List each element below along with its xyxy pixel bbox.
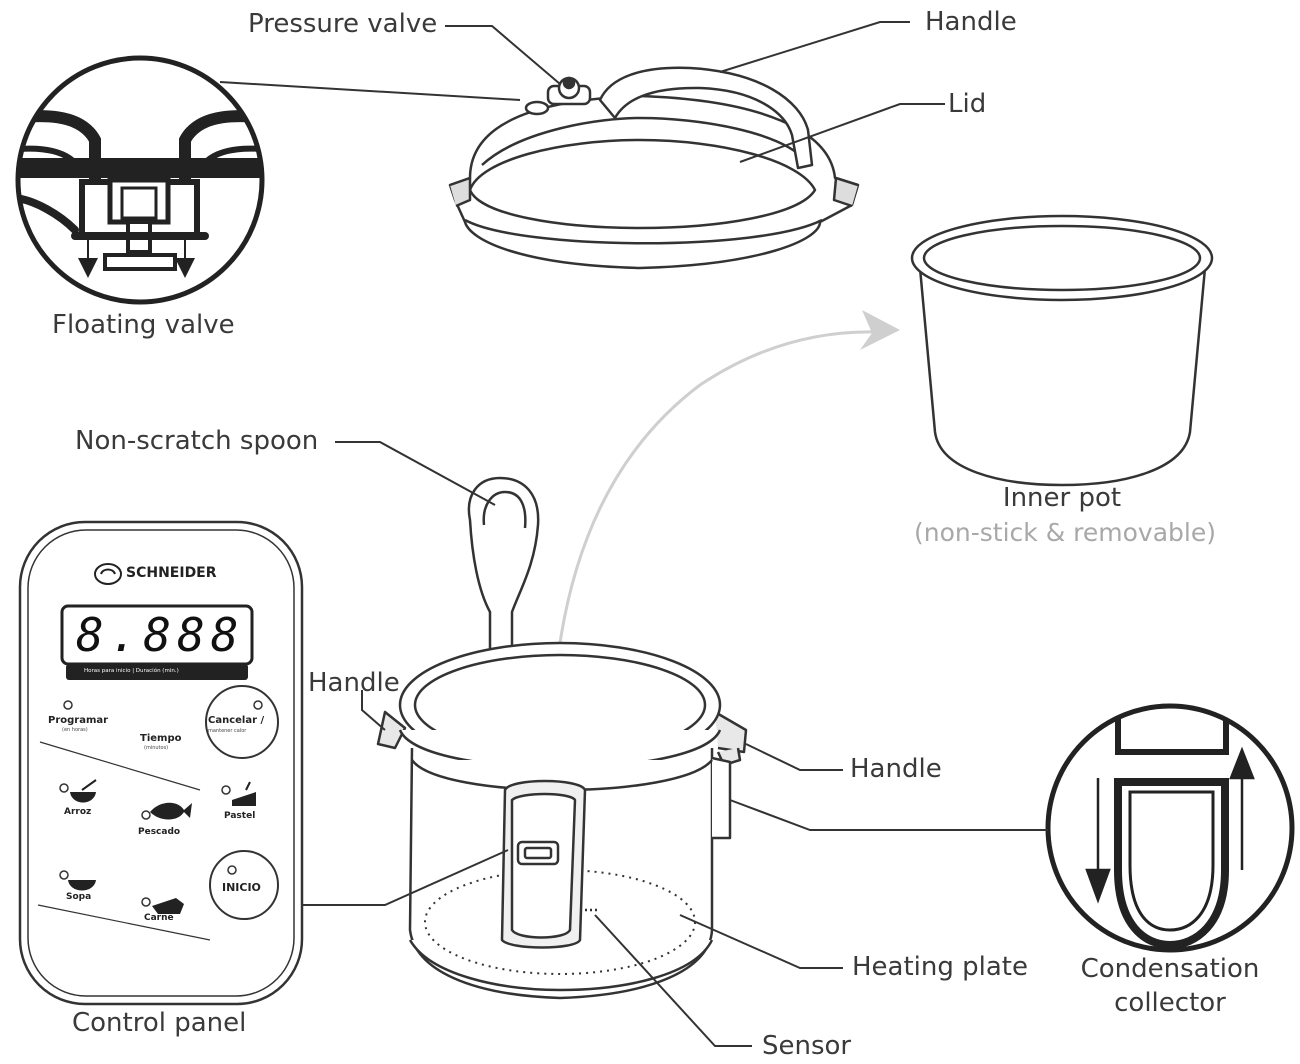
meat-icon	[152, 898, 184, 914]
button-arroz[interactable]: Arroz	[64, 807, 92, 817]
button-programar[interactable]: Programar	[48, 715, 109, 726]
button-inicio[interactable]: INICIO	[222, 881, 261, 894]
fish-icon	[150, 802, 192, 820]
button-programar-sub: (en horas)	[62, 727, 88, 733]
label-handle-left: Handle	[308, 668, 400, 698]
label-handle-top: Handle	[925, 7, 1017, 37]
label-inner-pot: Inner pot	[1002, 483, 1122, 513]
soup-icon	[68, 880, 96, 891]
panel-display: 8.888	[76, 608, 245, 662]
label-condensation-line2: collector	[1114, 988, 1226, 1018]
label-pressure-valve: Pressure valve	[248, 9, 438, 39]
lid-illustration	[448, 66, 860, 270]
label-inner-pot-note: (non-stick & removable)	[914, 518, 1216, 547]
inner-pot-illustration	[910, 214, 1214, 487]
label-sensor: Sensor	[762, 1031, 852, 1061]
button-pastel[interactable]: Pastel	[224, 811, 256, 821]
panel-display-caption: Horas para inicio | Duración (min.)	[84, 668, 179, 674]
button-pescado[interactable]: Pescado	[138, 827, 181, 837]
button-cancelar[interactable]: Cancelar /	[208, 715, 265, 726]
label-control-panel: Control panel	[72, 1008, 247, 1038]
button-tiempo-sub: (minutos)	[144, 745, 169, 751]
label-non-scratch-spoon: Non-scratch spoon	[75, 426, 319, 456]
bowl-icon	[70, 779, 97, 803]
label-lid: Lid	[948, 89, 987, 119]
label-handle-right: Handle	[850, 754, 942, 784]
label-heating-plate: Heating plate	[852, 952, 1028, 982]
button-tiempo[interactable]: Tiempo	[140, 733, 182, 744]
label-floating-valve: Floating valve	[52, 310, 235, 340]
cooker-illustration	[376, 641, 748, 1000]
button-sopa[interactable]: Sopa	[66, 892, 92, 902]
button-cancelar-sub: mantener calor	[208, 728, 247, 734]
cake-icon	[232, 781, 256, 806]
arrow-icon	[551, 310, 900, 713]
button-carne[interactable]: Carne	[144, 913, 174, 923]
logo-icon	[94, 563, 122, 585]
condensation-collector-inset	[1045, 703, 1295, 953]
leader-lines	[219, 21, 1048, 1047]
floating-valve-inset	[15, 55, 265, 305]
spoon-illustration	[467, 476, 540, 667]
label-condensation-line1: Condensation	[1080, 954, 1260, 984]
control-panel-illustration	[18, 520, 304, 1006]
panel-brand: SCHNEIDER	[126, 565, 217, 581]
